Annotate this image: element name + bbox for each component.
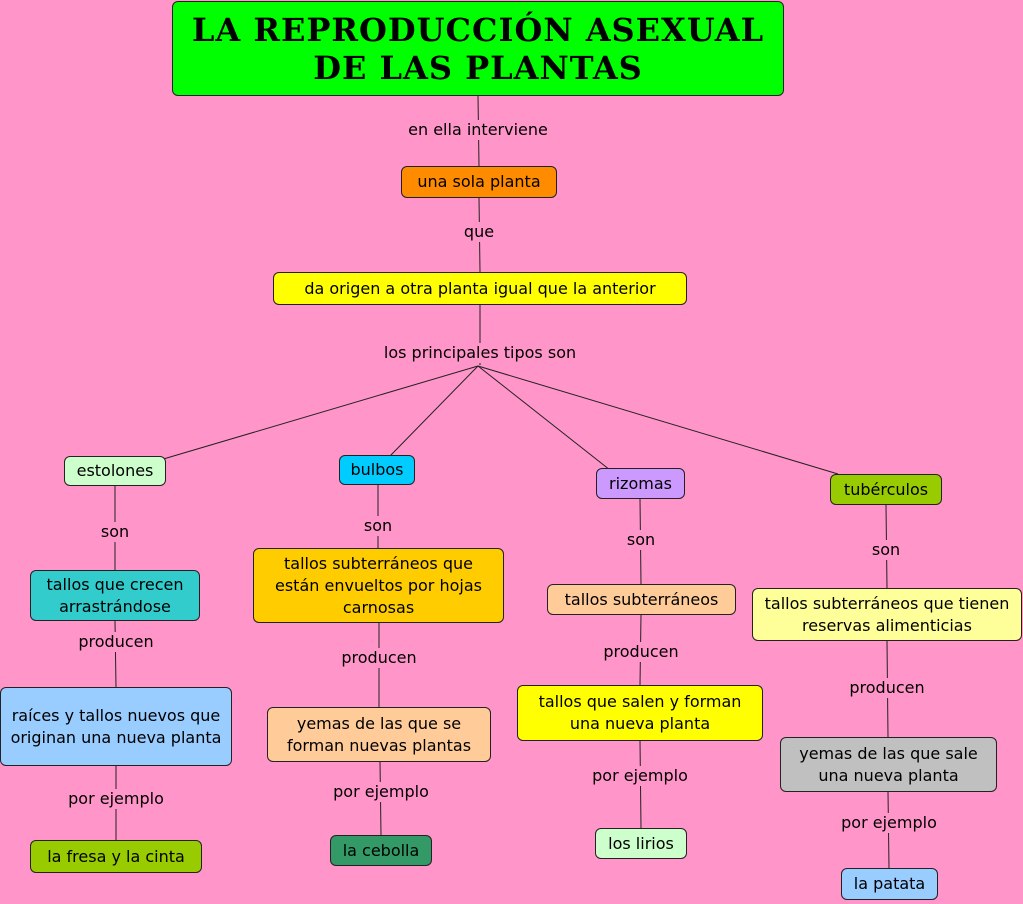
- link-label-rizomas-por-ejemplo: por ejemplo: [590, 766, 690, 786]
- node-tuberculos-ejemplo: la patata: [841, 868, 938, 900]
- link-label-que: que: [461, 222, 497, 242]
- link-label-tuberculos-son: son: [869, 540, 903, 560]
- node-estolones-producen: raíces y tallos nuevos que originan una …: [0, 687, 232, 766]
- node-tuberculos: tubérculos: [830, 474, 942, 505]
- node-estolones: estolones: [64, 456, 166, 486]
- link-label-tuberculos-producen: producen: [847, 678, 927, 698]
- node-rizomas: rizomas: [596, 468, 685, 499]
- link-label-rizomas-son: son: [624, 530, 658, 550]
- link-label-estolones-producen: producen: [76, 632, 156, 652]
- node-bulbos-son: tallos subterráneos que están envueltos …: [253, 548, 504, 623]
- link-label-estolones-son: son: [98, 522, 132, 542]
- node-rizomas-son: tallos subterráneos: [547, 584, 736, 615]
- link-label-bulbos-por-ejemplo: por ejemplo: [331, 782, 431, 802]
- link-label-bulbos-producen: producen: [339, 648, 419, 668]
- node-una-sola-planta: una sola planta: [401, 166, 557, 198]
- node-estolones-ejemplo: la fresa y la cinta: [30, 840, 202, 873]
- node-bulbos: bulbos: [339, 455, 415, 485]
- node-rizomas-ejemplo: los lirios: [595, 828, 687, 859]
- node-estolones-son: tallos que crecen arrastrándose: [30, 570, 200, 621]
- node-bulbos-producen: yemas de las que se forman nuevas planta…: [267, 707, 491, 762]
- link-label-los-principales-tipos-son: los principales tipos son: [381, 343, 579, 363]
- node-da-origen: da origen a otra planta igual que la ant…: [273, 272, 687, 305]
- node-bulbos-ejemplo: la cebolla: [330, 835, 432, 866]
- link-label-en-ella-interviene: en ella interviene: [406, 120, 550, 140]
- link-label-estolones-por-ejemplo: por ejemplo: [66, 789, 166, 809]
- node-tuberculos-son: tallos subterráneos que tienen reservas …: [752, 588, 1022, 641]
- node-rizomas-producen: tallos que salen y forman una nueva plan…: [517, 685, 763, 741]
- link-label-rizomas-producen: producen: [601, 642, 681, 662]
- link-label-bulbos-son: son: [361, 516, 395, 536]
- node-tuberculos-producen: yemas de las que sale una nueva planta: [780, 737, 997, 792]
- link-label-tuberculos-por-ejemplo: por ejemplo: [839, 813, 939, 833]
- concept-map-title: LA REPRODUCCIÓN ASEXUAL DE LAS PLANTAS: [172, 1, 784, 96]
